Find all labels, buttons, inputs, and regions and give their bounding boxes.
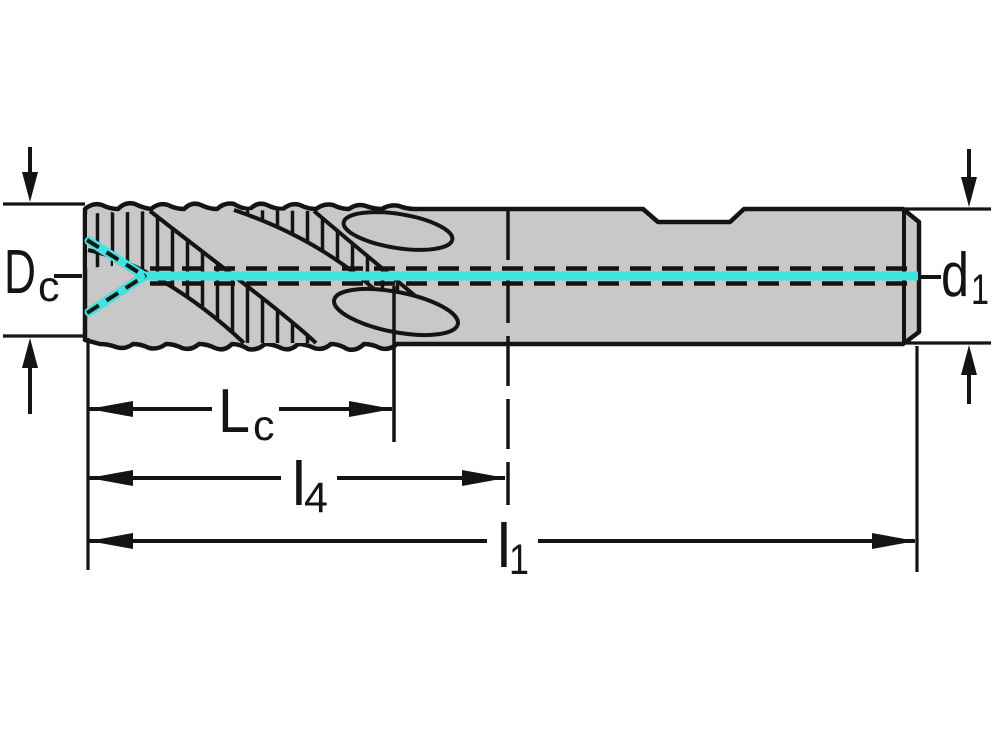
l4-arrowhead-right	[462, 470, 506, 486]
label-flute-length-sub: c	[253, 402, 275, 450]
dimension-l4: l 4	[89, 450, 506, 522]
label-cutting-diameter-sub: c	[38, 263, 60, 311]
l1-arrowhead-left	[89, 533, 133, 549]
dimension-lc: L c	[89, 377, 393, 450]
label-l1-main: l	[497, 512, 511, 581]
flute-runouts	[332, 210, 460, 338]
centerline-group	[54, 236, 941, 317]
flute-band-1-upper-edge	[148, 209, 318, 345]
label-flute-length-main: L	[218, 377, 250, 446]
label-l4-main: l	[292, 450, 306, 519]
chamfer-dash-lower	[85, 273, 148, 315]
bottom-runout-blob	[332, 286, 460, 338]
dc-top-arrowhead	[22, 172, 38, 202]
flute-band-2-lower-edge	[233, 208, 388, 302]
label-cutting-diameter-main: D	[4, 238, 36, 307]
top-runout-blob	[341, 210, 455, 252]
l1-arrowhead-right	[872, 533, 916, 549]
dimension-l1: l 1	[89, 512, 916, 584]
d1-top-arrowhead	[961, 177, 977, 207]
d1-bottom-arrowhead	[961, 345, 977, 375]
label-l1-sub: 1	[509, 536, 529, 584]
dimension-d1: d 1	[941, 149, 989, 404]
label-l4-sub: 4	[304, 474, 328, 522]
chamfer-dash-upper	[85, 238, 148, 279]
dimension-dc: D c	[4, 147, 60, 414]
label-shank-diameter-sub: 1	[971, 266, 989, 314]
dc-bottom-arrowhead	[22, 338, 38, 368]
extension-lines	[3, 202, 991, 572]
l4-arrowhead-left	[89, 470, 133, 486]
lc-arrowhead-left	[89, 401, 133, 417]
lc-arrowhead-right	[349, 401, 393, 417]
label-shank-diameter-main: d	[941, 241, 969, 310]
